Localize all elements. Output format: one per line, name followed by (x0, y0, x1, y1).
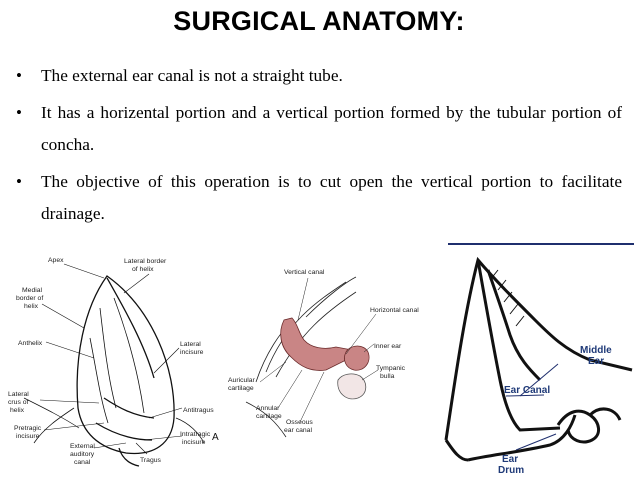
label-lateral-incisure-2: incisure (180, 349, 204, 356)
label-tympanic-bulla-2: bulla (380, 373, 395, 380)
tympanic-bulla-shape (337, 373, 367, 400)
label-tragus: Tragus (140, 457, 162, 464)
panel-letter: A (212, 432, 219, 443)
label-osseous-canal: Osseous (286, 419, 313, 426)
pinna-anatomy-figure: Apex Lateral border of helix Medial bord… (8, 257, 219, 467)
vertical-canal-shape (280, 317, 354, 371)
label-lateral-crus: Lateral (8, 391, 29, 398)
label-pretragic-2: incisure (16, 433, 40, 440)
inner-ear-shape (344, 345, 370, 371)
label-auricular-cartilage-2: cartilage (228, 385, 254, 392)
label-external-canal: External (70, 443, 95, 450)
label-intertragic-2: incisure (182, 439, 206, 446)
bullet-dot: • (16, 66, 22, 85)
label-ear-drum: Ear (502, 454, 518, 465)
bullet-item: • The objective of this operation is to … (16, 166, 622, 234)
label-external-canal-3: canal (74, 459, 91, 466)
label-osseous-canal-2: ear canal (284, 427, 312, 434)
bullet-text: The objective of this operation is to cu… (41, 172, 622, 223)
label-middle-ear-2: Ear (588, 356, 604, 367)
label-annular-cartilage-2: cartilage (256, 413, 282, 420)
label-auricular-cartilage: Auricular (228, 377, 256, 384)
label-annular-cartilage: Annular (256, 405, 280, 412)
label-lateral-border-2: of helix (132, 266, 154, 273)
bullet-text: It has a horizental portion and a vertic… (41, 103, 622, 154)
label-vertical-canal: Vertical canal (284, 269, 325, 276)
label-pretragic: Pretragic (14, 425, 42, 432)
label-inner-ear: Inner ear (374, 343, 402, 350)
label-ear-canal: Ear Canal (504, 385, 550, 396)
label-medial-border-3: helix (24, 303, 39, 310)
label-anthelix: Anthelix (18, 340, 43, 347)
slide-title: SURGICAL ANATOMY: (173, 6, 465, 36)
ear-canal-section-figure: Vertical canal Horizontal canal Inner ea… (228, 269, 419, 438)
label-intertragic: Intratragic (180, 431, 211, 438)
bullet-dot: • (16, 103, 22, 122)
bullet-dot: • (16, 172, 22, 191)
label-lateral-border: Lateral border (124, 258, 167, 265)
label-lateral-crus-2: crus of (8, 399, 29, 406)
label-middle-ear: Middle (580, 345, 612, 356)
ear-schematic-figure: Middle Ear Ear Canal Ear Drum (444, 243, 634, 476)
bullet-list: • The external ear canal is not a straig… (16, 60, 622, 239)
label-external-canal-2: auditory (70, 451, 95, 458)
label-lateral-crus-3: helix (10, 407, 25, 414)
label-tympanic-bulla: Tympanic (376, 365, 406, 372)
label-lateral-incisure: Lateral (180, 341, 201, 348)
label-apex: Apex (48, 257, 64, 264)
label-medial-border-2: border of (16, 295, 43, 302)
label-antitragus: Antitragus (183, 407, 214, 414)
label-medial-border: Medial (22, 287, 43, 294)
bullet-item: • It has a horizental portion and a vert… (16, 97, 622, 161)
label-ear-drum-2: Drum (498, 465, 524, 476)
bullet-text: The external ear canal is not a straight… (41, 66, 343, 85)
bullet-item: • The external ear canal is not a straig… (16, 60, 622, 92)
label-horizontal-canal: Horizontal canal (370, 307, 419, 314)
